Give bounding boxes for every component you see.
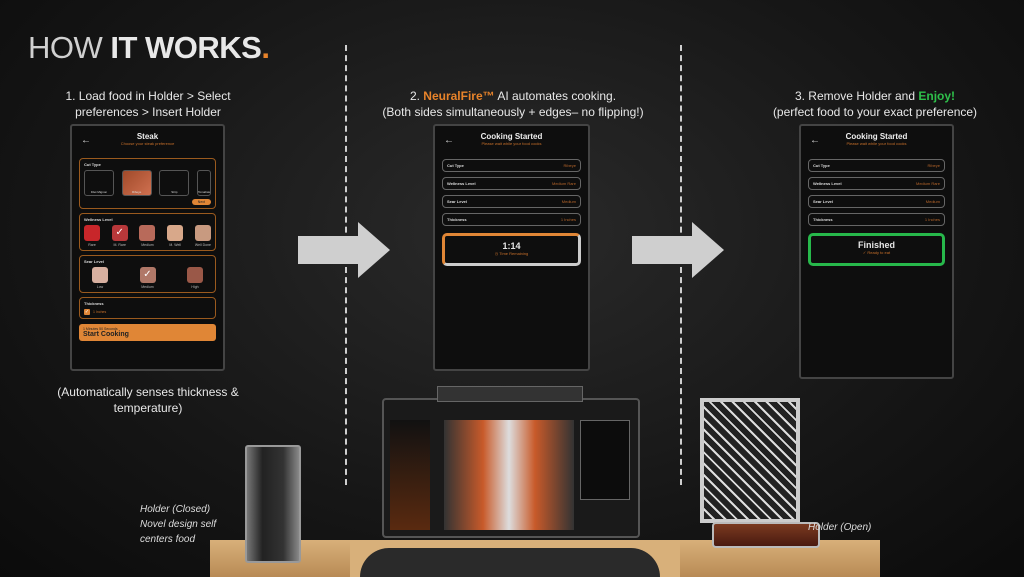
steak-image [712, 522, 820, 548]
holder-open-label: Holder (Open) [808, 522, 872, 533]
check-icon: ✓ [139, 267, 156, 283]
cut-option[interactable]: Strip [159, 170, 190, 196]
clock-icon: ◷ [494, 251, 500, 256]
cooker-device-image [382, 398, 640, 538]
cut-type-card: Cut Type Filet Mignon Ribeye Strip Tomah… [79, 158, 216, 209]
wellness-option[interactable]: Rare [84, 225, 100, 247]
divider [345, 45, 347, 485]
checkbox[interactable]: ✓ [84, 309, 90, 315]
sear-option[interactable]: High [187, 267, 203, 289]
step-3-text: 3. Remove Holder and Enjoy!(perfect food… [772, 89, 978, 119]
back-arrow-icon[interactable]: ← [810, 135, 820, 146]
step-2-text: 2. NeuralFire™ AI automates cooking.(Bot… [382, 89, 644, 119]
next-button[interactable]: Next [191, 199, 211, 205]
wellness-card: Wellness Level Rare ✓M. Rare Medium M. W… [79, 213, 216, 251]
wellness-option[interactable]: Medium [139, 225, 156, 247]
wellness-option[interactable]: M. Well [167, 225, 184, 247]
check-icon: ✓ [111, 225, 128, 241]
cut-option[interactable]: Tomahawk [196, 170, 211, 196]
wellness-option[interactable]: ✓M. Rare [111, 225, 128, 247]
sear-option[interactable]: Low [92, 267, 108, 289]
cut-option[interactable]: Filet Mignon [84, 170, 114, 196]
thickness-card: Thickness ✓1 Inches [79, 297, 216, 319]
back-arrow-icon[interactable]: ← [81, 135, 91, 146]
arrow-right-icon [632, 222, 724, 278]
finished-status: Finished✓ Ready to eat [808, 233, 945, 266]
cutout [360, 548, 660, 577]
arrow-right-icon [298, 222, 390, 278]
cooker-lid [437, 386, 583, 402]
timer-progress: 1:14◷ Time Remaining [442, 233, 581, 266]
wellness-option[interactable]: Well Done [195, 225, 211, 247]
holder-closed-image [245, 445, 301, 563]
cut-option[interactable]: Ribeye [121, 170, 152, 196]
holder-open-image [700, 398, 800, 523]
sear-card: Sear Level Low ✓Medium High [79, 255, 216, 293]
step-1-caption: (Automatically senses thickness &tempera… [57, 385, 239, 415]
divider [680, 45, 682, 485]
sear-option[interactable]: ✓Medium [139, 267, 156, 289]
back-arrow-icon[interactable]: ← [444, 135, 454, 146]
page-title: HOW IT WORKS. [28, 30, 270, 65]
